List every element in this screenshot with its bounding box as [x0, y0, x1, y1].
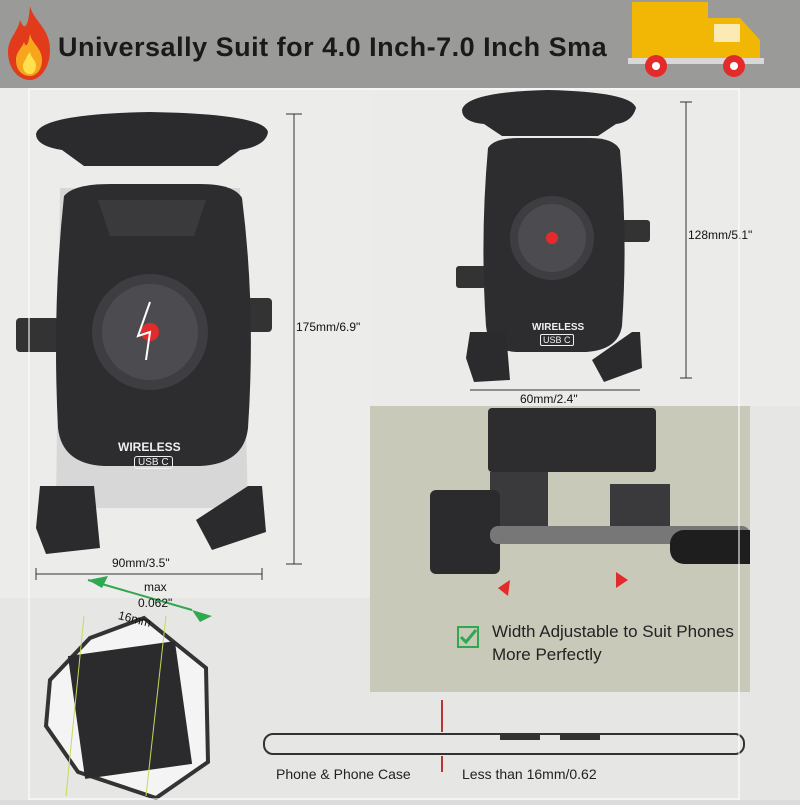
clamp-closeup-drawing: [43, 576, 212, 801]
feature-line-1: Width Adjustable to Suit Phones: [492, 622, 734, 641]
right-wireless-badge: WIRELESS: [532, 322, 585, 333]
left-product-panel: 175mm/6.9" 90mm/3.5" WIRELESS USB C: [0, 88, 370, 598]
clamp-max-value: 0.062": [138, 596, 173, 610]
caption-thickness: Less than 16mm/0.62: [462, 766, 597, 782]
left-height-label: 175mm/6.9": [296, 320, 361, 334]
caption-phone-case: Phone & Phone Case: [276, 766, 411, 782]
phone-thickness-drawing: [263, 700, 745, 772]
left-width-label: 90mm/3.5": [112, 556, 170, 570]
right-usb-c-badge: USB C: [540, 334, 574, 346]
right-width-label: 60mm/2.4": [520, 392, 578, 406]
checkmark-icon: [457, 626, 479, 648]
right-height-label: 128mm/5.1": [688, 228, 753, 242]
left-usb-c-badge: USB C: [134, 456, 173, 469]
adjustment-photo-panel: [370, 406, 766, 692]
phone-thickness-panel: [260, 692, 800, 800]
right-phone-holder-drawing: [456, 90, 692, 391]
truck-icon: [628, 2, 764, 77]
right-product-panel: 128mm/5.1" 60mm/2.4" WIRELESS USB C: [370, 88, 800, 406]
feature-description: Width Adjustable to Suit Phones More Per…: [492, 620, 734, 666]
clamp-max-label: max: [144, 580, 167, 594]
fire-icon: [8, 6, 50, 80]
banner-title: Universally Suit for 4.0 Inch-7.0 Inch S…: [58, 32, 608, 62]
left-phone-holder-drawing: [16, 112, 302, 580]
clamp-detail: max 0.062" 16mm: [36, 576, 276, 801]
feature-line-2: More Perfectly: [492, 645, 602, 664]
screwdriver-adjustment-drawing: [430, 408, 766, 596]
left-wireless-badge: WIRELESS: [118, 440, 181, 454]
